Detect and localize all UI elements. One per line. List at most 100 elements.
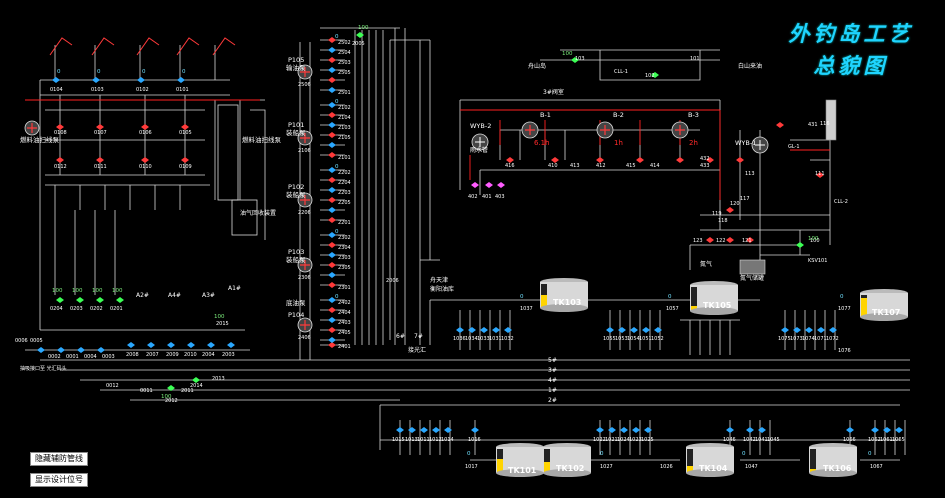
valve-label: 432 [700,156,710,162]
valve-label: 1013 [405,437,418,443]
valve-label: 1034 [465,336,478,342]
tank-tk106-label: TK106 [823,464,852,473]
valve-value: 0 [840,294,844,300]
valve-label: 1055 [603,336,616,342]
gl1-label: GL-1 [788,144,800,150]
a2-label: A2# [136,292,149,299]
route-5-label: 5# [548,357,557,364]
valve-label: 2010 [184,352,197,358]
valve-label: 1076 [838,348,851,354]
jintang-label: 舟山岛 [528,62,546,70]
tank-tk107-label: TK107 [872,308,900,317]
valve-label: 2302 [338,235,351,241]
tank-tk107 [860,289,908,321]
valve-label: 1022 [593,437,606,443]
valve-label: 2304 [338,245,351,251]
valve-label: 1016 [468,437,481,443]
valve-label: 121 [742,238,752,244]
valve-value: 0 [57,69,61,75]
valve-label: 122 [716,238,726,244]
valve-label: 1033 [477,336,490,342]
valve-label: 2005 [352,41,365,47]
valve-markers [37,32,903,433]
valve-label: 2011 [181,388,194,394]
valve-label: 2104 [338,115,351,121]
valve-label: 2405 [338,330,351,336]
valve-value: 0 [335,229,339,235]
valve-label: 0103 [91,87,104,93]
valve-label: 403 [495,194,505,200]
hide-fire-line-button[interactable]: 隐藏辅防管线 [30,452,88,466]
valve-label: 1046 [723,437,736,443]
valve-label: 1042 [743,437,756,443]
nitrogen-tank-label: 氮气储罐 [740,274,764,282]
pump-wyb2-icon [471,133,489,151]
valve-value: 100 [72,288,83,294]
vapor-recovery-box [231,199,258,236]
show-position-button[interactable]: 显示设计位号 [30,473,88,487]
pump-left-icon [24,120,40,136]
valve-label: 1052 [651,336,664,342]
valve-label: 0102 [136,87,149,93]
valve-label: 1057 [666,306,679,312]
a4-label: A4# [168,292,181,299]
valve-label: 2007 [146,352,159,358]
baishan-label: 白山来油 [738,62,762,70]
a1-label: A1# [228,285,241,292]
p102-tag: P102 [288,183,304,191]
valve-label: 0111 [94,164,107,170]
valve-label: 2203 [338,190,351,196]
valve-label: 2013 [212,376,225,382]
p104-name: 底油泵 [286,298,306,307]
valve-label: 1017 [465,464,478,470]
valve-label: 1012 [429,437,442,443]
valve-value: 0 [335,34,339,40]
route-2-label: 2# [548,397,557,404]
pump-p104-icon [297,317,313,333]
valve-label: 0012 [106,383,119,389]
pump-b1-icon [521,121,539,139]
valve-value: 100 [562,51,573,57]
valve-value: 0 [335,294,339,300]
valve-label: 1015 [392,437,405,443]
valve-label: 416 [505,163,515,169]
valve-label: 118 [718,218,728,224]
valve-label: 2105 [338,135,351,141]
valve-label: 0104 [50,87,63,93]
valve-label: 401 [482,194,492,200]
valve-label: 1074 [802,336,815,342]
valve-label: 2206 [298,210,311,216]
valve-label: 0203 [70,306,83,312]
valve-label: 120 [730,201,740,207]
valve-label: 0011 [140,388,153,394]
valve-label: 2003 [222,352,235,358]
valve-label: 0204 [50,306,63,312]
valve-label: 415 [626,163,636,169]
valve-label: 2504 [338,50,351,56]
valve-label: 0105 [179,130,192,136]
valve-label: 1075 [778,336,791,342]
valve-label: 1047 [745,464,758,470]
valve-label: 119 [712,211,722,217]
valve-label: 2006 [386,278,399,284]
valve-label: 1072 [826,336,839,342]
b3-tag: B-3 [688,111,699,119]
p101-name: 装船泵 [286,128,306,137]
valve-label: 0106 [139,130,152,136]
route-1-label: 1# [548,387,557,394]
valve-value: 0 [600,451,604,457]
valve-label: 2506 [298,82,311,88]
valve-label: 1031 [489,336,502,342]
p105-tag: P105 [288,56,304,64]
tank-tk104-label: TK104 [699,464,728,473]
route-3-label: 3# [548,367,557,374]
valve-label: 0112 [54,164,67,170]
valve-label: 1066 [843,437,856,443]
pump-b2-icon [596,121,614,139]
valve-label: 2004 [202,352,215,358]
wyb1-tag: WYB-1 [735,139,756,147]
valve-label: 2012 [165,398,178,404]
valve-label: 2503 [338,60,351,66]
valve-label: 2103 [338,125,351,131]
valve-value: 0 [467,451,471,457]
